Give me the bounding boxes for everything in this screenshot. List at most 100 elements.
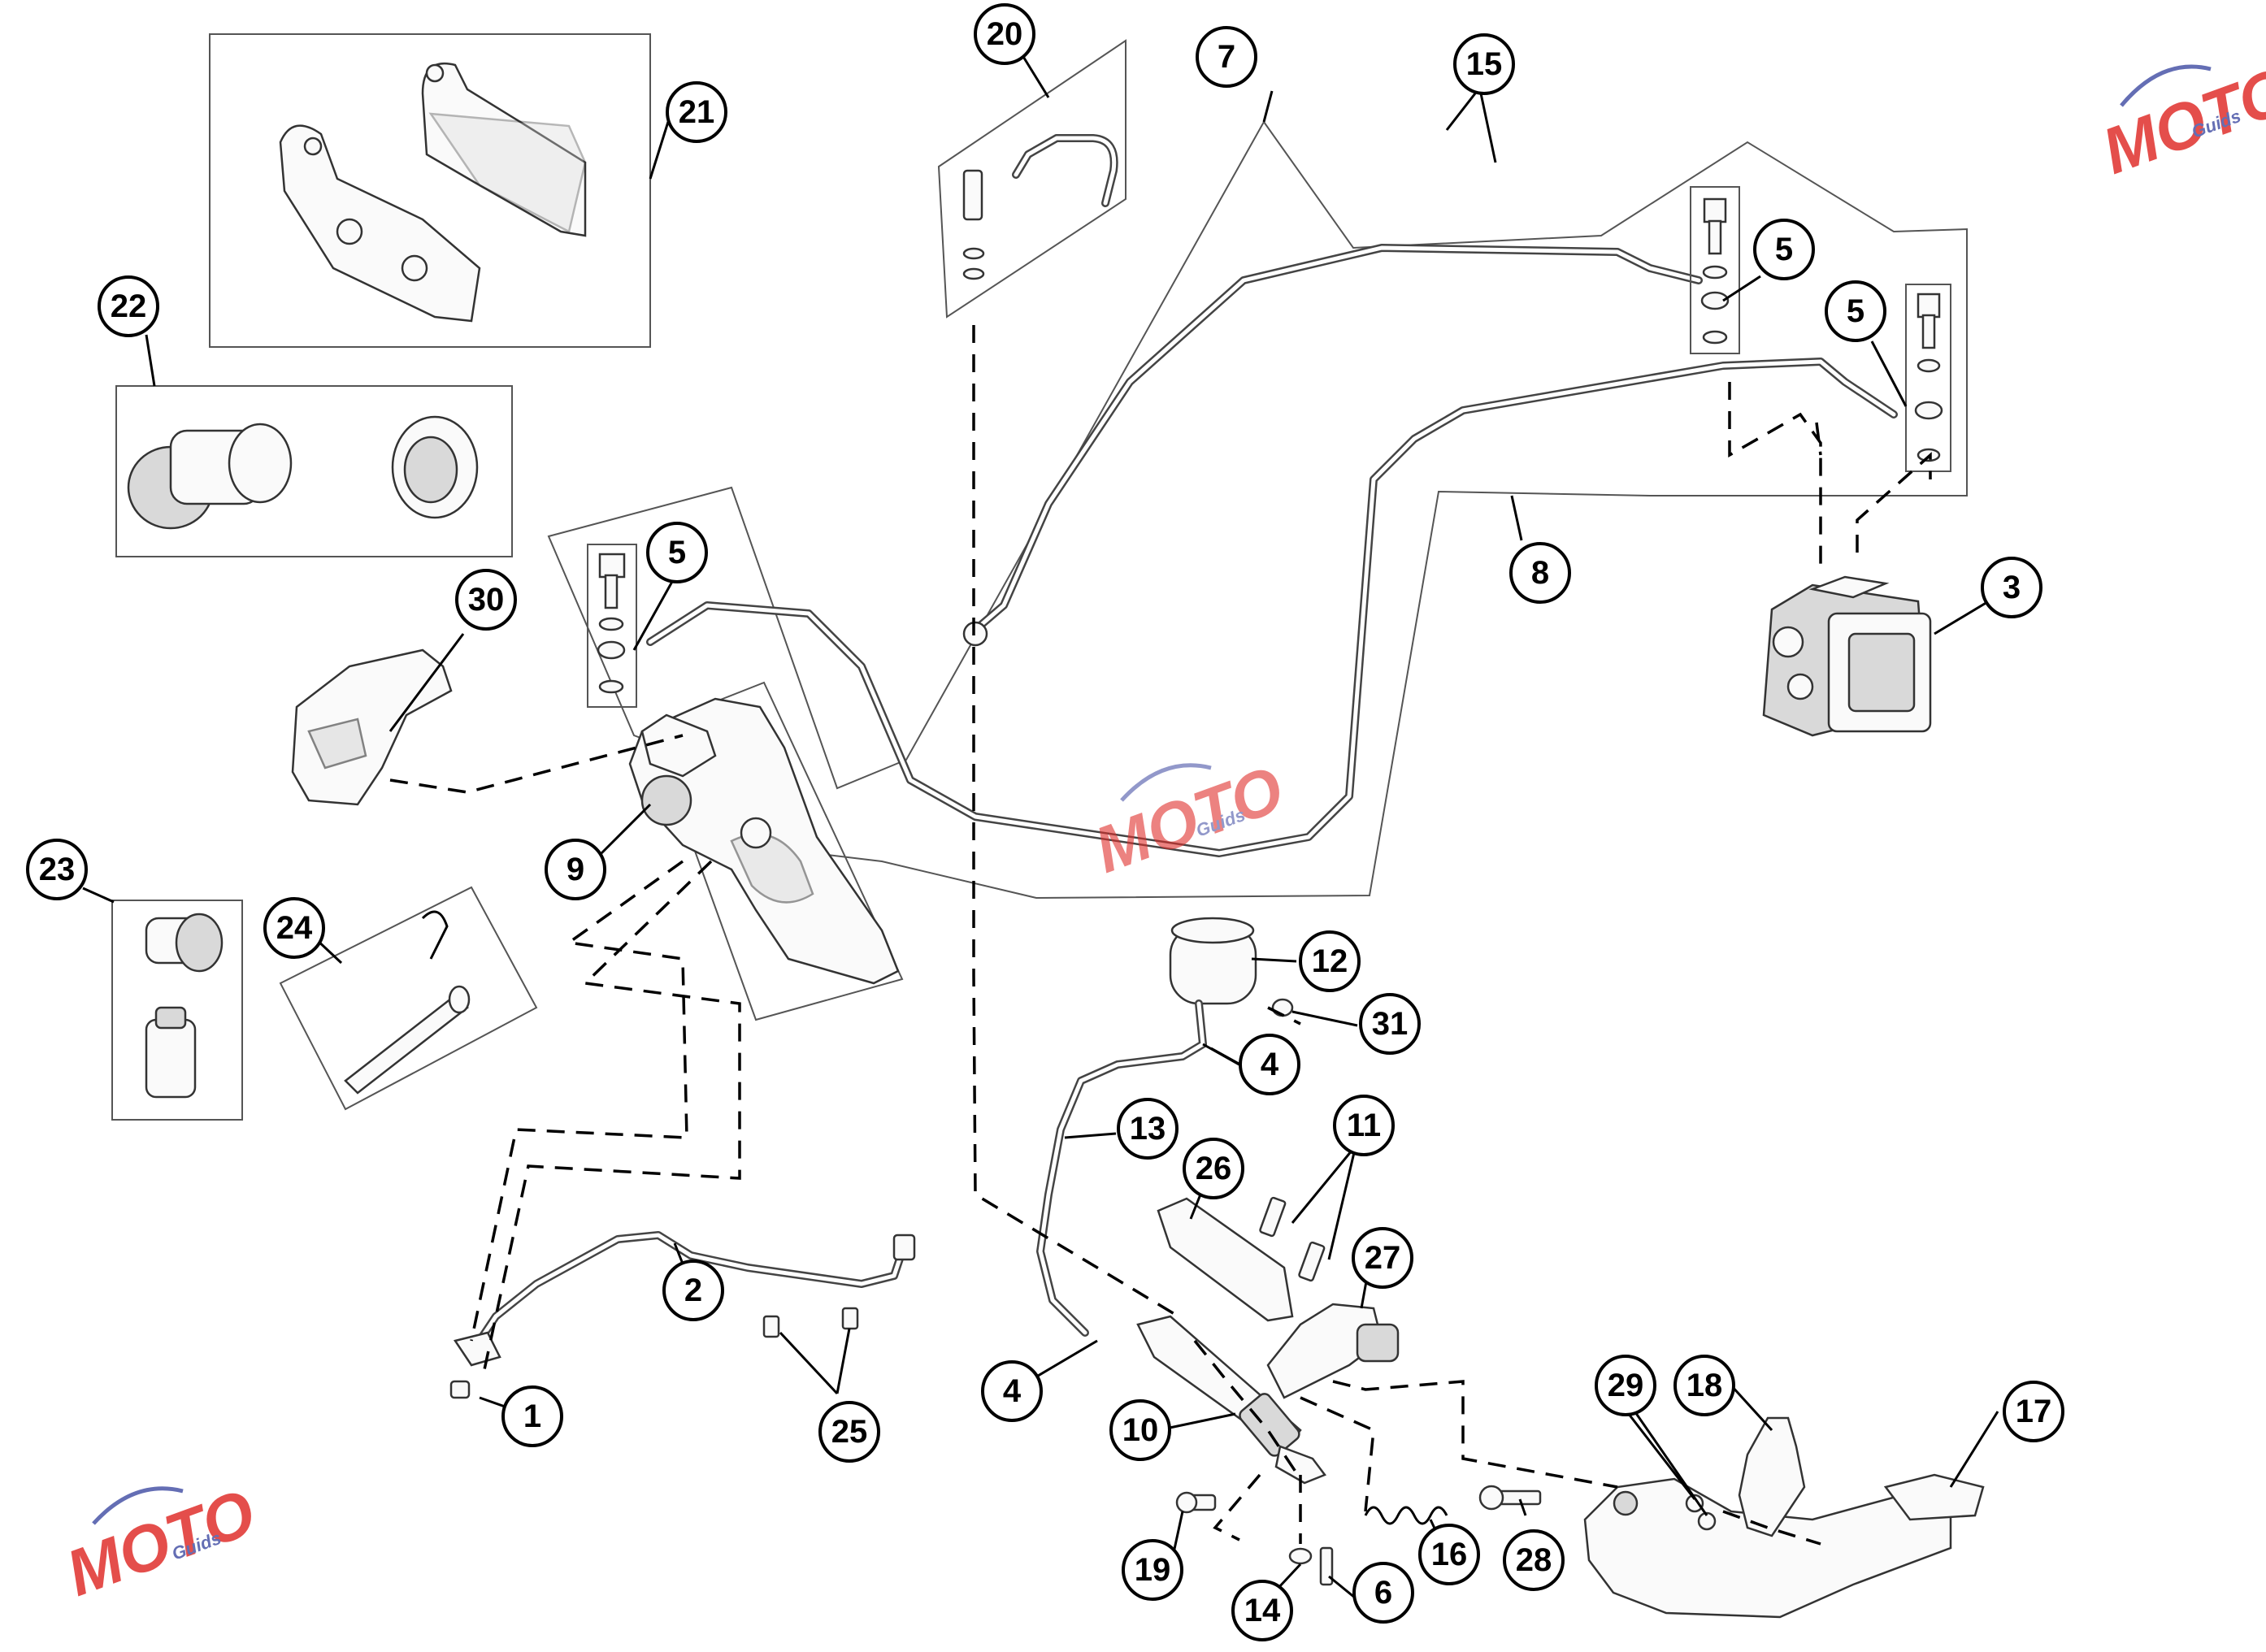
caliper-frame-outline xyxy=(649,681,904,1021)
callout-circle xyxy=(1418,1524,1480,1585)
pistons xyxy=(127,415,479,530)
callout-circle xyxy=(666,81,727,143)
callout-label: 11 xyxy=(1347,1108,1381,1143)
callout-4: 4 xyxy=(981,1360,1043,1422)
callout-circle xyxy=(1109,1399,1171,1461)
pivot-bracket xyxy=(1266,1303,1400,1399)
callout-circle xyxy=(1196,26,1257,88)
callout-label: 8 xyxy=(1531,555,1549,591)
bleed-valve xyxy=(145,913,224,1099)
callout-label: 30 xyxy=(468,582,505,618)
rear-brake-caliper xyxy=(628,697,900,985)
callout-circle xyxy=(662,1260,724,1321)
callout-label: 15 xyxy=(1466,46,1503,82)
callout-label: 29 xyxy=(1608,1368,1644,1403)
callout-circle xyxy=(2003,1381,2064,1442)
callout-30: 30 xyxy=(455,569,517,631)
callout-12: 12 xyxy=(1299,930,1361,992)
callout-circle xyxy=(1453,33,1515,95)
callout-21: 21 xyxy=(666,81,727,143)
callout-circle xyxy=(1503,1529,1565,1591)
callout-10: 10 xyxy=(1109,1399,1171,1461)
callout-circle xyxy=(1183,1138,1244,1199)
callout-circle xyxy=(1352,1227,1413,1289)
callout-label: 17 xyxy=(2016,1394,2052,1429)
callout-circle xyxy=(1673,1355,1735,1416)
pin-kit-frame xyxy=(279,886,538,1111)
brake-hoses xyxy=(646,244,1898,857)
callout-circle xyxy=(545,839,606,900)
callout-31: 31 xyxy=(1359,993,1421,1055)
callout-19: 19 xyxy=(1122,1539,1183,1601)
callout-5: 5 xyxy=(1825,280,1886,342)
callout-11: 11 xyxy=(1333,1095,1395,1156)
callout-label: 23 xyxy=(39,852,76,887)
callout-circle xyxy=(1352,1562,1414,1624)
callout-22: 22 xyxy=(98,275,159,337)
callout-label: 20 xyxy=(987,16,1023,52)
callout-5: 5 xyxy=(646,522,708,583)
brake-pads xyxy=(279,63,587,323)
svg-text:MOTO: MOTO xyxy=(57,1476,264,1610)
callout-label: 27 xyxy=(1365,1240,1401,1276)
reservoir-and-hose xyxy=(1036,917,1294,1337)
callout-label: 13 xyxy=(1130,1111,1166,1147)
callout-circle xyxy=(1359,993,1421,1055)
callout-label: 7 xyxy=(1218,39,1235,75)
callout-9: 9 xyxy=(545,839,606,900)
callout-circle xyxy=(1595,1355,1656,1416)
callout-layer: 1234455567891011121314151617181920212223… xyxy=(26,3,2064,1641)
callout-circle xyxy=(98,275,159,337)
callout-29: 29 xyxy=(1595,1355,1656,1416)
callout-circle xyxy=(501,1385,563,1447)
callout-6: 6 xyxy=(1352,1562,1414,1624)
callout-8: 8 xyxy=(1509,542,1571,604)
caliper-guard xyxy=(291,648,453,806)
callout-label: 16 xyxy=(1431,1537,1468,1572)
callout-27: 27 xyxy=(1352,1227,1413,1289)
watermark-logo: MOTO Guids xyxy=(1085,752,1292,887)
heat-shield-and-bolts xyxy=(1157,1196,1326,1322)
master-cylinder xyxy=(1136,1315,1326,1485)
callout-circle xyxy=(646,522,708,583)
callout-label: 2 xyxy=(684,1273,702,1308)
callout-circle xyxy=(1825,280,1886,342)
callout-label: 1 xyxy=(523,1398,541,1434)
abs-unit xyxy=(1762,575,1932,737)
callout-3: 3 xyxy=(1981,557,2042,618)
callout-label: 28 xyxy=(1516,1542,1552,1578)
callout-label: 21 xyxy=(679,94,715,130)
callout-25: 25 xyxy=(818,1401,880,1463)
brake-pedal-assembly xyxy=(1583,1416,1985,1619)
callout-label: 5 xyxy=(1775,232,1793,267)
assembly-dash-lines xyxy=(389,325,1932,1546)
callout-label: 25 xyxy=(831,1414,868,1450)
callout-circle xyxy=(818,1401,880,1463)
callout-2: 2 xyxy=(662,1260,724,1321)
pressure-switch xyxy=(962,134,1118,280)
callout-18: 18 xyxy=(1673,1355,1735,1416)
callout-23: 23 xyxy=(26,839,88,900)
callout-label: 22 xyxy=(111,288,147,324)
watermark-logo: MOTO Guids xyxy=(2093,54,2266,188)
callout-circle xyxy=(1117,1098,1179,1160)
callout-14: 14 xyxy=(1231,1580,1293,1641)
callout-label: 26 xyxy=(1196,1151,1232,1186)
callout-label: 24 xyxy=(276,910,313,946)
callout-label: 3 xyxy=(2003,570,2021,605)
callout-circle xyxy=(1299,930,1361,992)
callout-4: 4 xyxy=(1239,1034,1300,1095)
callout-28: 28 xyxy=(1503,1529,1565,1591)
callout-circle xyxy=(974,3,1035,65)
callout-circle xyxy=(1753,219,1815,280)
callout-5: 5 xyxy=(1753,219,1815,280)
callout-label: 4 xyxy=(1261,1047,1279,1082)
callout-circle xyxy=(981,1360,1043,1422)
callout-circle xyxy=(1333,1095,1395,1156)
callout-circle xyxy=(1231,1580,1293,1641)
pressure-switch-frame xyxy=(937,39,1126,319)
callout-label: 5 xyxy=(668,535,686,570)
callout-circle xyxy=(26,839,88,900)
callout-13: 13 xyxy=(1117,1098,1179,1160)
callout-24: 24 xyxy=(263,897,325,959)
